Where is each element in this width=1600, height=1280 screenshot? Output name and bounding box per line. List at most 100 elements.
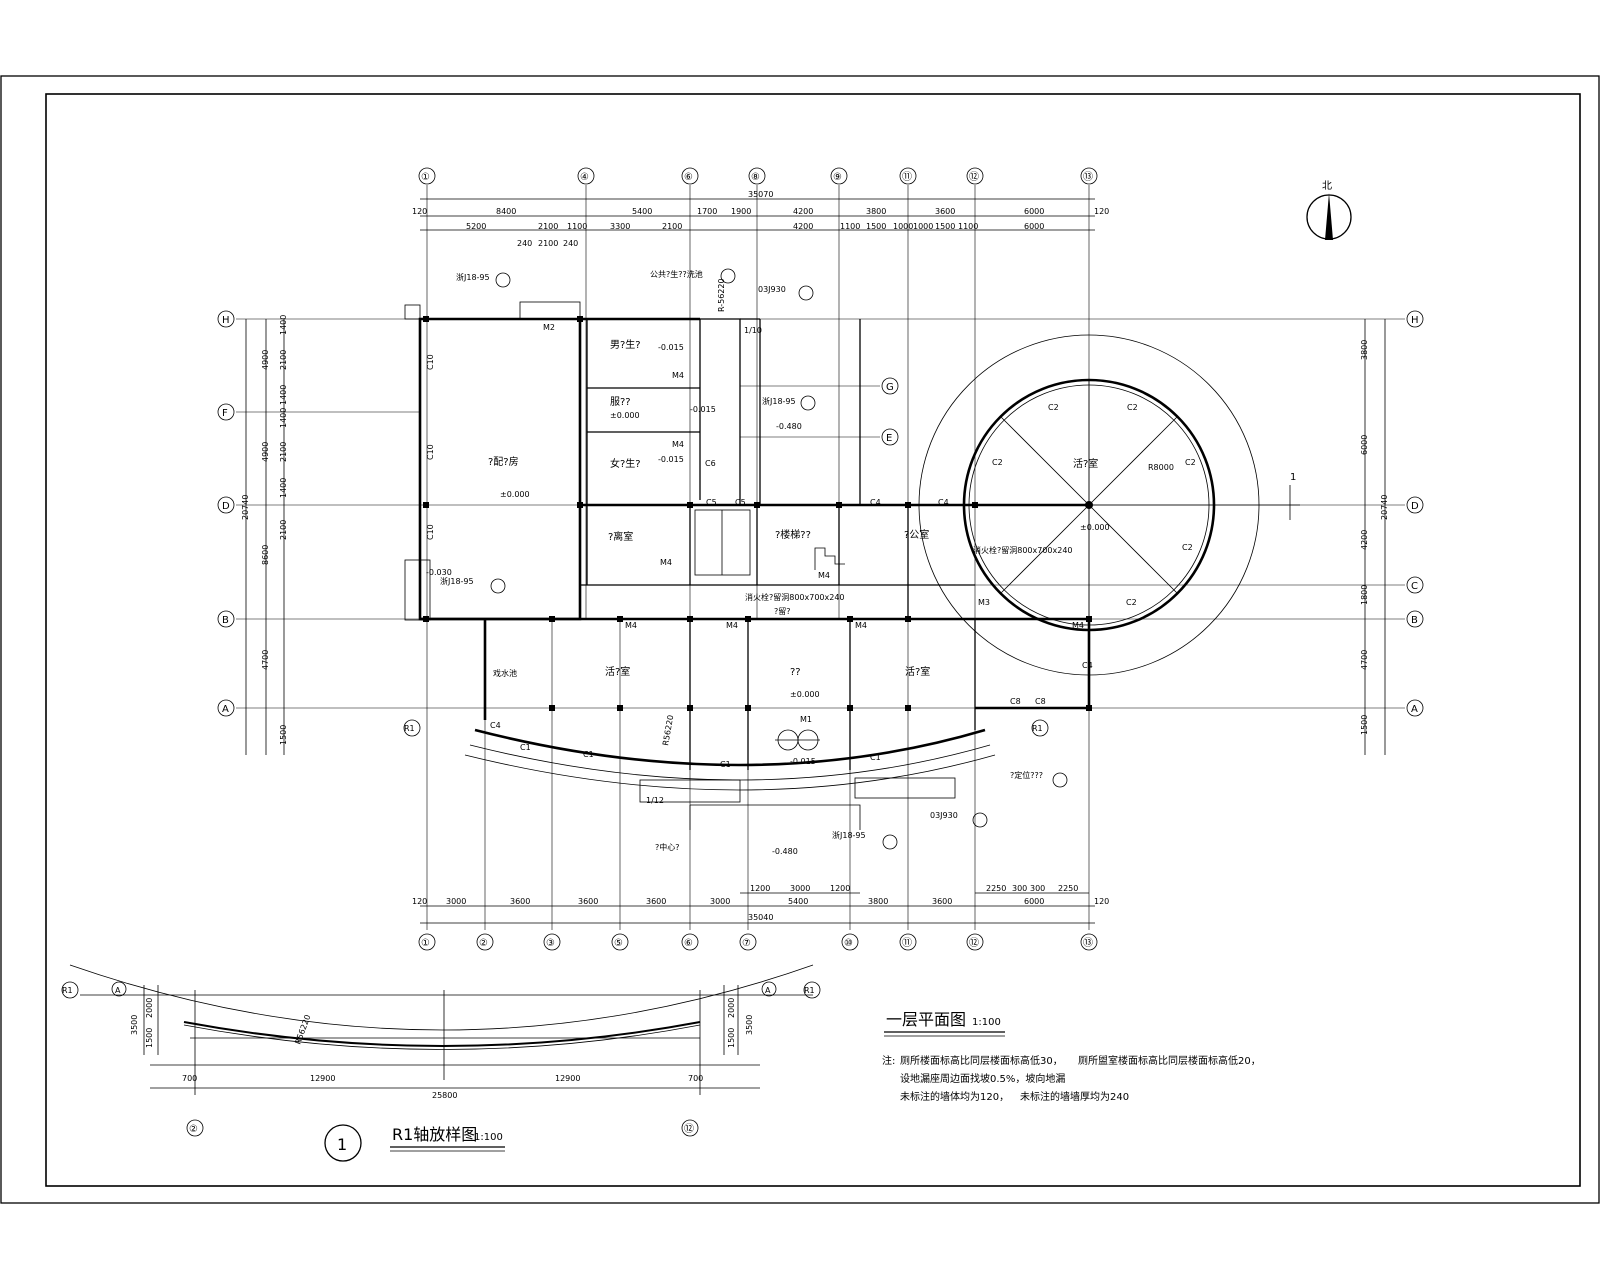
axis-7-bottom: ⑦ — [742, 938, 751, 949]
dim: 2250 — [986, 884, 1006, 893]
dim: 1400 — [279, 478, 288, 498]
room-label-round: 活?室 — [1073, 457, 1098, 470]
axis-12-bottom: ⑫ — [969, 937, 979, 949]
level-service: ±0.000 — [610, 411, 640, 420]
window-tag: C2 — [1127, 403, 1138, 412]
axis-B-right: B — [1411, 615, 1418, 626]
callout-c3: 公共?生??洗池 — [650, 269, 703, 279]
axis-2-bottom: ② — [479, 938, 488, 949]
dim: 2250 — [1058, 884, 1078, 893]
window-tag: C2 — [1182, 543, 1193, 552]
dim: 2100 — [279, 520, 288, 540]
window-tag: C4 — [1082, 661, 1093, 670]
axis-11-bottom: ⑪ — [902, 937, 912, 949]
axis-9-top: ⑨ — [833, 172, 842, 183]
dim: 2100 — [538, 239, 558, 248]
note-line-4: 未标注的墙体均为120， — [900, 1090, 1009, 1103]
axis-C-right: C — [1411, 581, 1418, 592]
window-tag: C1 — [870, 753, 881, 762]
dim-total-left: 20740 — [241, 495, 250, 520]
callout-c6: ?留? — [774, 606, 791, 616]
dim: 8600 — [261, 545, 270, 565]
window-tag: C1 — [520, 743, 531, 752]
room-isolation: ?离室 — [608, 530, 633, 543]
axis-A-left: A — [222, 704, 229, 715]
window-tag: C1 — [583, 750, 594, 759]
level-ramp: -0.030 — [426, 568, 452, 577]
dim: 3600 — [932, 897, 952, 906]
axis-E: E — [886, 433, 892, 444]
window-tag: C8 — [1035, 697, 1046, 706]
callout-c2: 03J930 — [758, 285, 786, 294]
arc-radius: R56220 — [661, 714, 675, 746]
notes-label: 注: — [882, 1054, 895, 1067]
pool-label: 戏水池 — [493, 668, 517, 678]
axis-5-bottom: ⑤ — [614, 938, 623, 949]
dim: 2100 — [279, 350, 288, 370]
axis-8-top: ⑧ — [751, 172, 760, 183]
circle-radius: R8000 — [1148, 463, 1174, 472]
window-tag: C10 — [426, 354, 435, 370]
dim-total-top: 35070 — [748, 190, 773, 199]
dim: 120 — [412, 897, 427, 906]
level-wc: -0.015 — [658, 343, 684, 352]
dim: 6000 — [1360, 435, 1369, 455]
dim: 3800 — [866, 207, 886, 216]
dim: 240 — [517, 239, 532, 248]
dim: 1000 — [913, 222, 933, 231]
dim: 3500 — [130, 1015, 139, 1035]
room-activity-left: 活?室 — [605, 665, 630, 678]
room-office: ?公室 — [904, 528, 929, 541]
dim: 1500 — [145, 1028, 154, 1048]
dim: 4900 — [261, 350, 270, 370]
dim-detail-total: 25800 — [432, 1091, 457, 1100]
dim: 1800 — [1360, 585, 1369, 605]
callout-c9: ?定位??? — [1010, 770, 1043, 780]
axis-4-top: ④ — [580, 172, 589, 183]
dim: 5200 — [466, 222, 486, 231]
r1-axis-detail: R1 A A R1 ② ⑫ R56220 3500 2000 1500 3500… — [61, 964, 821, 1137]
bottom-dimensions: 120 3000 3600 3600 3600 3000 5400 3800 3… — [412, 884, 1109, 924]
main-entry-door — [775, 729, 820, 751]
door-tag: M4 — [818, 571, 830, 580]
window-tag: C4 — [938, 498, 949, 507]
note-line-3: 设地漏座周边面找坡0.5%，坡向地漏 — [900, 1072, 1065, 1085]
door-window-tags: M2 M1 M3 M4 M4 M4 M4 M4 M4 M4 M4 C10 C10… — [426, 323, 1196, 769]
dim: 4900 — [261, 442, 270, 462]
axis-B-left: B — [222, 615, 229, 626]
door-tag: M1 — [800, 715, 812, 724]
door-tag: M4 — [625, 621, 637, 630]
level-wc2: -0.015 — [658, 455, 684, 464]
callout-c7: 消火栓?留洞800x700x240 — [973, 545, 1073, 555]
callout-c4: R-56220 — [717, 278, 726, 312]
level-down2: -0.480 — [776, 422, 802, 431]
axis-1-bottom: ① — [421, 938, 430, 949]
door-tag: M4 — [672, 440, 684, 449]
callout-c1b: 浙J18-95 — [762, 396, 796, 406]
section-marker-1: 1 — [1290, 472, 1296, 483]
window-tag: C10 — [426, 444, 435, 460]
sheet-outer-border — [0, 75, 1600, 1204]
axis-D-right: D — [1411, 501, 1419, 512]
plan-title-text: 一层平面图 — [886, 1010, 966, 1029]
grid-lines — [236, 185, 1405, 930]
dim: 3000 — [710, 897, 730, 906]
level-stair: -0.015 — [690, 405, 716, 414]
axis-H-left: H — [222, 315, 230, 326]
dim: 4200 — [793, 222, 813, 231]
dim: 4200 — [793, 207, 813, 216]
window-tag: C4 — [870, 498, 881, 507]
axis-13-top: ⑬ — [1083, 171, 1093, 183]
detail-title: 1 R1轴放样图 1:100 — [324, 1124, 505, 1162]
dim: 1400 — [279, 385, 288, 405]
dim: 1000 — [893, 222, 913, 231]
axis-F-left: F — [222, 408, 228, 419]
detail-axis-12: ⑫ — [684, 1123, 694, 1135]
room-male-wc: 男?生? — [610, 338, 641, 351]
detail-scale: 1:100 — [474, 1132, 503, 1143]
window-tag: C2 — [1048, 403, 1059, 412]
dim: 1400 — [279, 408, 288, 428]
dim: 8400 — [496, 207, 516, 216]
window-tag: C1 — [720, 760, 731, 769]
door-tag: M2 — [543, 323, 555, 332]
